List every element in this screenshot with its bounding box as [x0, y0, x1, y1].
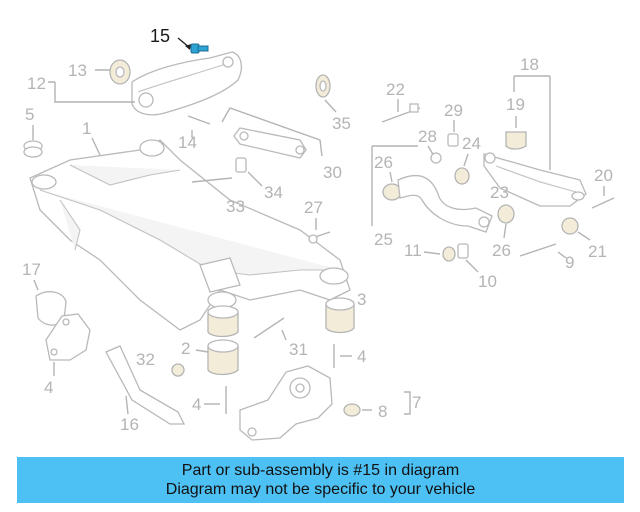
callout-26: 26 [374, 153, 393, 172]
link-part-30 [233, 127, 307, 159]
bushing-part-35 [315, 74, 331, 98]
callout-23: 23 [490, 183, 509, 202]
callout-19: 19 [506, 95, 525, 114]
callout-28: 28 [418, 127, 437, 146]
callout-20: 20 [594, 166, 613, 185]
callout-4b: 4 [192, 395, 201, 414]
callout-30: 30 [323, 163, 342, 182]
callout-6: 16 [120, 415, 139, 434]
callout-22: 22 [386, 80, 405, 99]
callout-18: 18 [520, 55, 539, 74]
callout-14: 14 [178, 133, 197, 152]
bracket-part-6 [105, 345, 186, 425]
bushing-part-26-lower [497, 204, 515, 224]
callout-7: 7 [412, 393, 421, 412]
upper-link-part-25 [397, 175, 493, 233]
callout-26b: 26 [492, 241, 511, 260]
callout-11: 11 [404, 241, 422, 260]
callout-21: 21 [588, 242, 607, 261]
callout-33: 33 [226, 197, 245, 216]
callout-10: 10 [478, 272, 497, 291]
callout-24: 24 [462, 134, 481, 153]
knuckle-part-7 [239, 365, 361, 441]
parts-diagram: 15 13 12 5 1 3 2 [22, 26, 615, 441]
callout-4: 4 [357, 347, 366, 366]
callout-9: 9 [565, 253, 574, 272]
callout-25: 25 [374, 230, 393, 249]
callout-29: 29 [444, 101, 463, 120]
callout-1: 1 [82, 119, 91, 138]
callout-12: 12 [27, 74, 46, 93]
control-arm-part-right [483, 152, 587, 207]
callout-3: 3 [357, 290, 366, 309]
banner-line-1: Part or sub-assembly is #15 in diagram [181, 462, 460, 479]
callout-32: 32 [136, 350, 155, 369]
callout-5: 5 [25, 105, 34, 124]
callout-15: 15 [150, 26, 170, 46]
trailing-arm-part [109, 51, 243, 116]
info-banner: Part or sub-assembly is #15 in diagram D… [17, 457, 624, 503]
bracket-part-16 [45, 313, 91, 361]
callout-8: 8 [378, 402, 387, 421]
callout-35: 35 [332, 114, 351, 133]
callout-27: 27 [304, 198, 323, 217]
callout-17: 17 [22, 260, 41, 279]
callout-31: 31 [289, 340, 308, 359]
subframe-part [29, 139, 351, 331]
banner-line-2: Diagram may not be specific to your vehi… [165, 481, 476, 498]
bushing-part-3 [325, 297, 355, 334]
callout-13: 13 [68, 61, 87, 80]
callout-34: 34 [264, 183, 283, 202]
callout-2: 2 [181, 339, 190, 358]
bushing-part-2 [207, 305, 239, 376]
highlighted-bolt-part-15[interactable] [177, 37, 209, 54]
callout-16: 4 [44, 378, 53, 397]
